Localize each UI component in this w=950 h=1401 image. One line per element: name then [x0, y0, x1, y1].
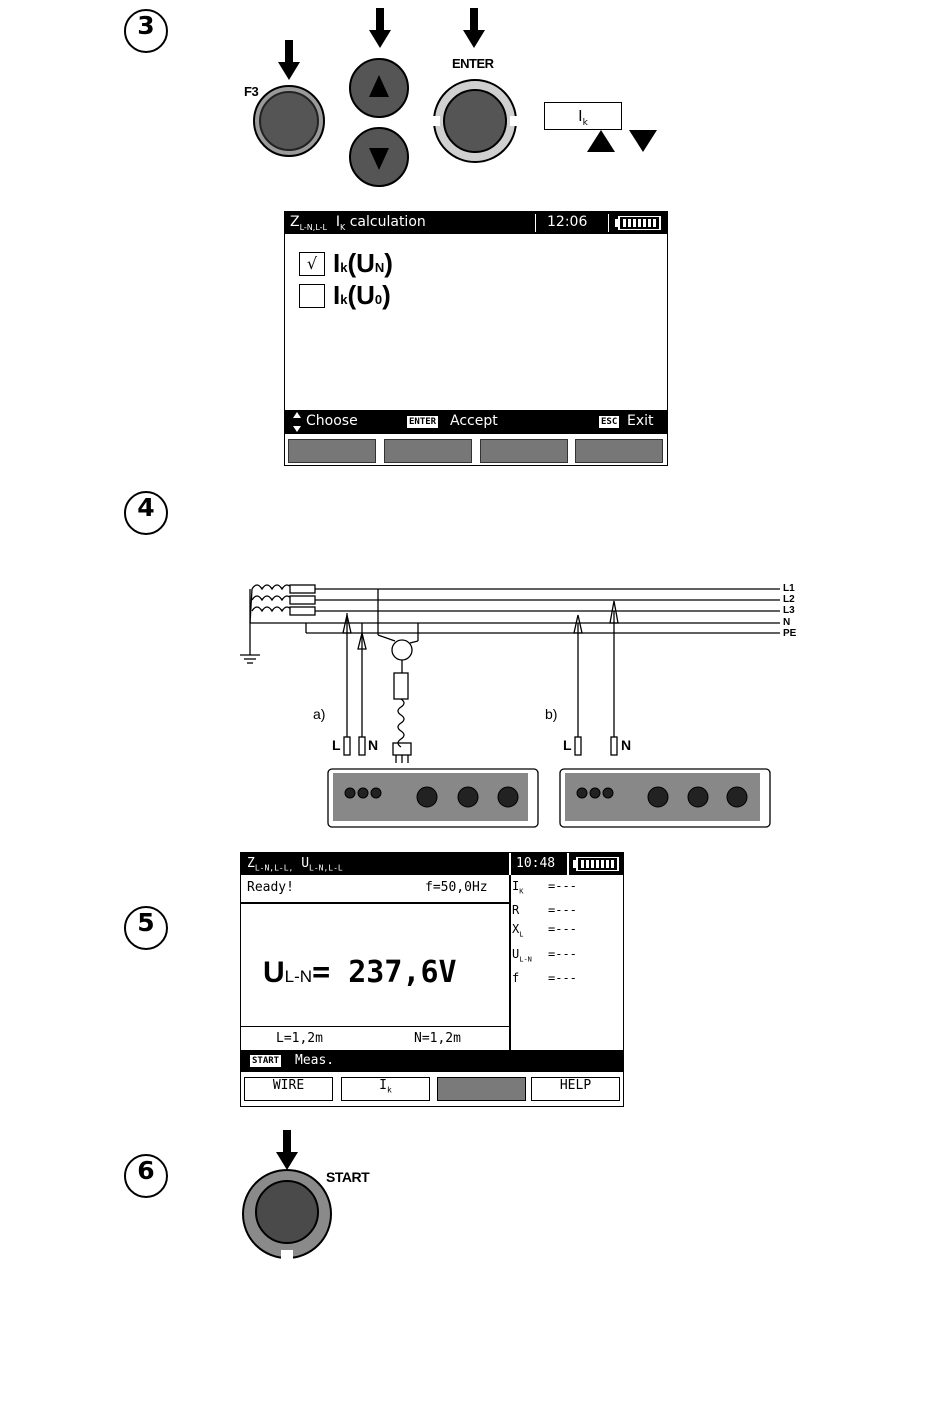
clock: 10:48 [516, 856, 555, 871]
step-number-5: 5 [124, 906, 168, 950]
enter-label: ENTER [452, 56, 494, 71]
softkey-2[interactable] [384, 439, 472, 463]
line-label-l1: L1 [783, 583, 795, 594]
exit-label: Exit [627, 413, 654, 429]
start-key-badge: START [250, 1055, 281, 1067]
lead-n-a: N [368, 737, 378, 753]
enter-key-badge: ENTER [407, 416, 438, 428]
ik-box-sub: k [583, 118, 588, 128]
down-arrow-icon [278, 40, 300, 80]
softkey-3[interactable] [480, 439, 568, 463]
battery-area [569, 853, 623, 875]
result-r: R=--- [512, 901, 577, 920]
divider [509, 875, 511, 1050]
result-uln: UL-N=--- [512, 945, 577, 969]
softkey-ik[interactable]: Ik [341, 1077, 430, 1101]
meas-label: Meas. [295, 1053, 334, 1068]
screen-header: ZL-N,L-L IK calculation 12:06 [285, 212, 667, 234]
line-label-l2: L2 [783, 594, 795, 605]
up-triangle-icon [587, 130, 615, 152]
line-label-pe: PE [783, 628, 796, 639]
step-number-6: 6 [124, 1154, 168, 1198]
accept-label: Accept [450, 413, 498, 429]
f3-button[interactable] [252, 84, 326, 158]
result-ik: IK=--- [512, 877, 577, 901]
option-ik-u0-label: Ik(U0) [333, 280, 391, 311]
screen-title: ZL-N,L-L, UL-N,L-L [247, 856, 343, 873]
side-results: IK=--- R=--- XL=--- UL-N=--- f=--- [512, 877, 577, 988]
meter-screen-voltage: ZL-N,L-L, UL-N,L-L 10:48 Ready! f=50,0Hz… [240, 852, 624, 1107]
result-f: f=--- [512, 969, 577, 988]
clock-area: 10:48 [511, 853, 567, 875]
result-xl: XL=--- [512, 920, 577, 944]
meter-screen-ik-calculation: ZL-N,L-L IK calculation 12:06 √ Ik(UN) I… [284, 211, 668, 466]
f3-label: F3 [244, 84, 258, 99]
softkey-4[interactable] [575, 439, 663, 463]
step-number-3: 3 [124, 9, 168, 53]
option-ik-un-label: Ik(UN) [333, 248, 393, 279]
down-arrow-icon [463, 8, 485, 48]
start-label: START [326, 1169, 369, 1185]
ik-indicator-box: Ik [544, 102, 622, 130]
down-arrow-icon [369, 8, 391, 48]
up-down-icon [292, 412, 302, 432]
divider [241, 1026, 509, 1027]
enter-button[interactable] [432, 78, 518, 164]
lead-n-b: N [621, 737, 631, 753]
screen-status-bar: START Meas. [241, 1050, 623, 1072]
softkey-help[interactable]: HELP [531, 1077, 620, 1101]
line-label-l3: L3 [783, 605, 795, 616]
softkey-1[interactable] [288, 439, 376, 463]
step-number-4: 4 [124, 491, 168, 535]
esc-key-badge: ESC [599, 416, 619, 428]
variant-b-label: b) [545, 706, 557, 722]
softkey-wire[interactable]: WIRE [244, 1077, 333, 1101]
frequency-readout: f=50,0Hz [425, 880, 488, 895]
choose-label: Choose [306, 413, 358, 429]
variant-a-label: a) [313, 706, 325, 722]
down-arrow-icon [276, 1130, 298, 1170]
screen-header: ZL-N,L-L, UL-N,L-L [241, 853, 509, 875]
lead-n-length: N=1,2m [414, 1031, 461, 1046]
lead-l-length: L=1,2m [276, 1031, 323, 1046]
up-button[interactable] [348, 57, 410, 119]
down-triangle-icon [629, 130, 657, 152]
softkey-empty[interactable] [437, 1077, 526, 1101]
lead-l-a: L [332, 737, 341, 753]
lead-l-b: L [563, 737, 572, 753]
checkbox-unchecked[interactable] [299, 284, 325, 308]
start-button[interactable] [241, 1168, 333, 1260]
down-button[interactable] [348, 126, 410, 188]
divider [241, 902, 509, 904]
screen-status-bar: Choose ENTER Accept ESC Exit [285, 410, 667, 434]
battery-icon [615, 216, 661, 230]
checkbox-checked[interactable]: √ [299, 252, 325, 276]
screen-title: ZL-N,L-L IK calculation [290, 214, 426, 232]
status-text: Ready! [247, 880, 294, 895]
clock: 12:06 [547, 214, 587, 230]
wiring-diagram [230, 575, 810, 835]
line-label-n: N [783, 617, 790, 628]
battery-icon [573, 857, 619, 871]
main-voltage-readout: UL-N= 237,6V [263, 955, 457, 990]
